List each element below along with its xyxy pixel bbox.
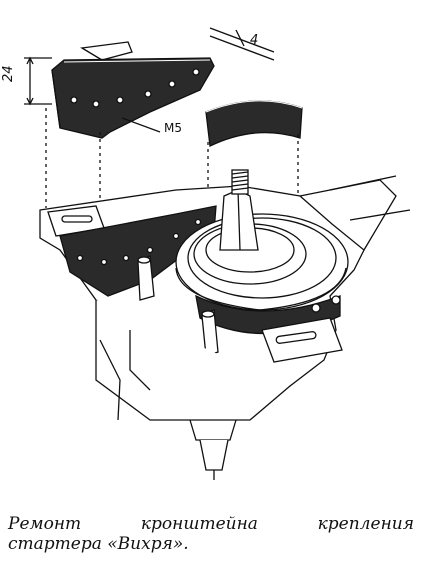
dimension-4 [209, 27, 275, 61]
caption-line-1: Ремонт кронштейна крепления [8, 514, 414, 534]
m5-leader [121, 117, 161, 133]
arc-insert [205, 100, 303, 147]
dimension-24 [24, 56, 52, 106]
caption-word: крепления [317, 514, 414, 534]
caption-word: кронштейна [140, 514, 258, 534]
wedge-part [80, 41, 133, 61]
dimension-4-label: 4 [250, 33, 259, 48]
starter-bracket-base [39, 169, 411, 397]
lower-housing [95, 300, 291, 480]
dimension-24-label: 24 [1, 65, 16, 82]
bracket-repair-illustration: 24 4 M5 [1, 27, 411, 480]
figure-caption: Ремонт кронштейна крепления стартера «Ви… [8, 514, 414, 554]
caption-line-2: стартера «Вихря». [8, 534, 189, 554]
caption-word: Ремонт [8, 514, 82, 534]
exploded-view-drawing [24, 27, 411, 480]
repair-insert-bracket [51, 57, 215, 139]
thread-m5-label: M5 [164, 121, 182, 135]
